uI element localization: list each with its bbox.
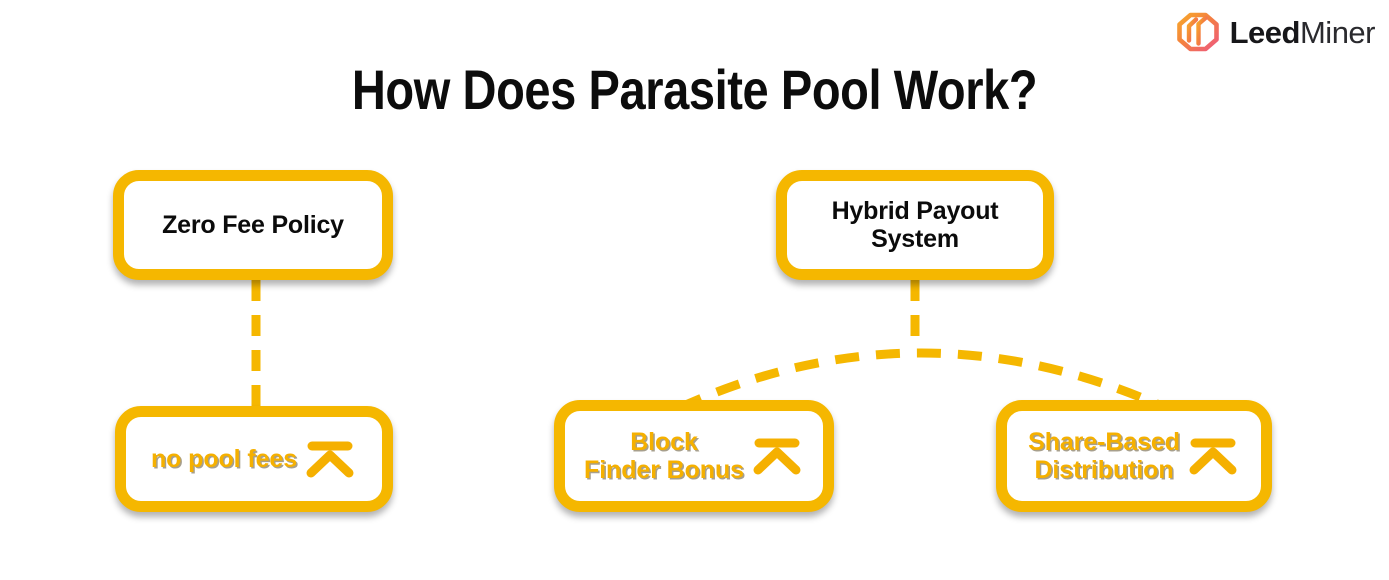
node-label: Block Finder Bonus bbox=[584, 428, 744, 484]
brand-name-light: Miner bbox=[1299, 14, 1376, 50]
chevron-up-collapse-icon[interactable] bbox=[750, 430, 804, 482]
brand-logo: LeedMiner bbox=[1175, 10, 1376, 54]
page-title: How Does Parasite Pool Work? bbox=[351, 58, 1038, 121]
node-label: Share-Based Distribution bbox=[1028, 428, 1180, 484]
chevron-up-collapse-icon[interactable] bbox=[303, 433, 357, 485]
node-no-pool-fees[interactable]: no pool fees bbox=[115, 406, 393, 512]
chevron-up-collapse-icon[interactable] bbox=[1186, 430, 1240, 482]
node-label: no pool fees bbox=[150, 445, 298, 473]
brand-name-bold: Leed bbox=[1229, 14, 1301, 50]
node-block-finder-bonus[interactable]: Block Finder Bonus bbox=[554, 400, 834, 512]
brand-name: LeedMiner bbox=[1229, 14, 1376, 50]
node-hybrid-payout-system[interactable]: Hybrid Payout System bbox=[776, 170, 1054, 280]
node-label: Zero Fee Policy bbox=[162, 211, 344, 239]
node-share-based-distribution[interactable]: Share-Based Distribution bbox=[996, 400, 1272, 512]
node-label: Hybrid Payout System bbox=[831, 197, 999, 253]
node-zero-fee-policy[interactable]: Zero Fee Policy bbox=[113, 170, 393, 280]
leedminer-hexagon-logo-icon bbox=[1176, 12, 1219, 52]
